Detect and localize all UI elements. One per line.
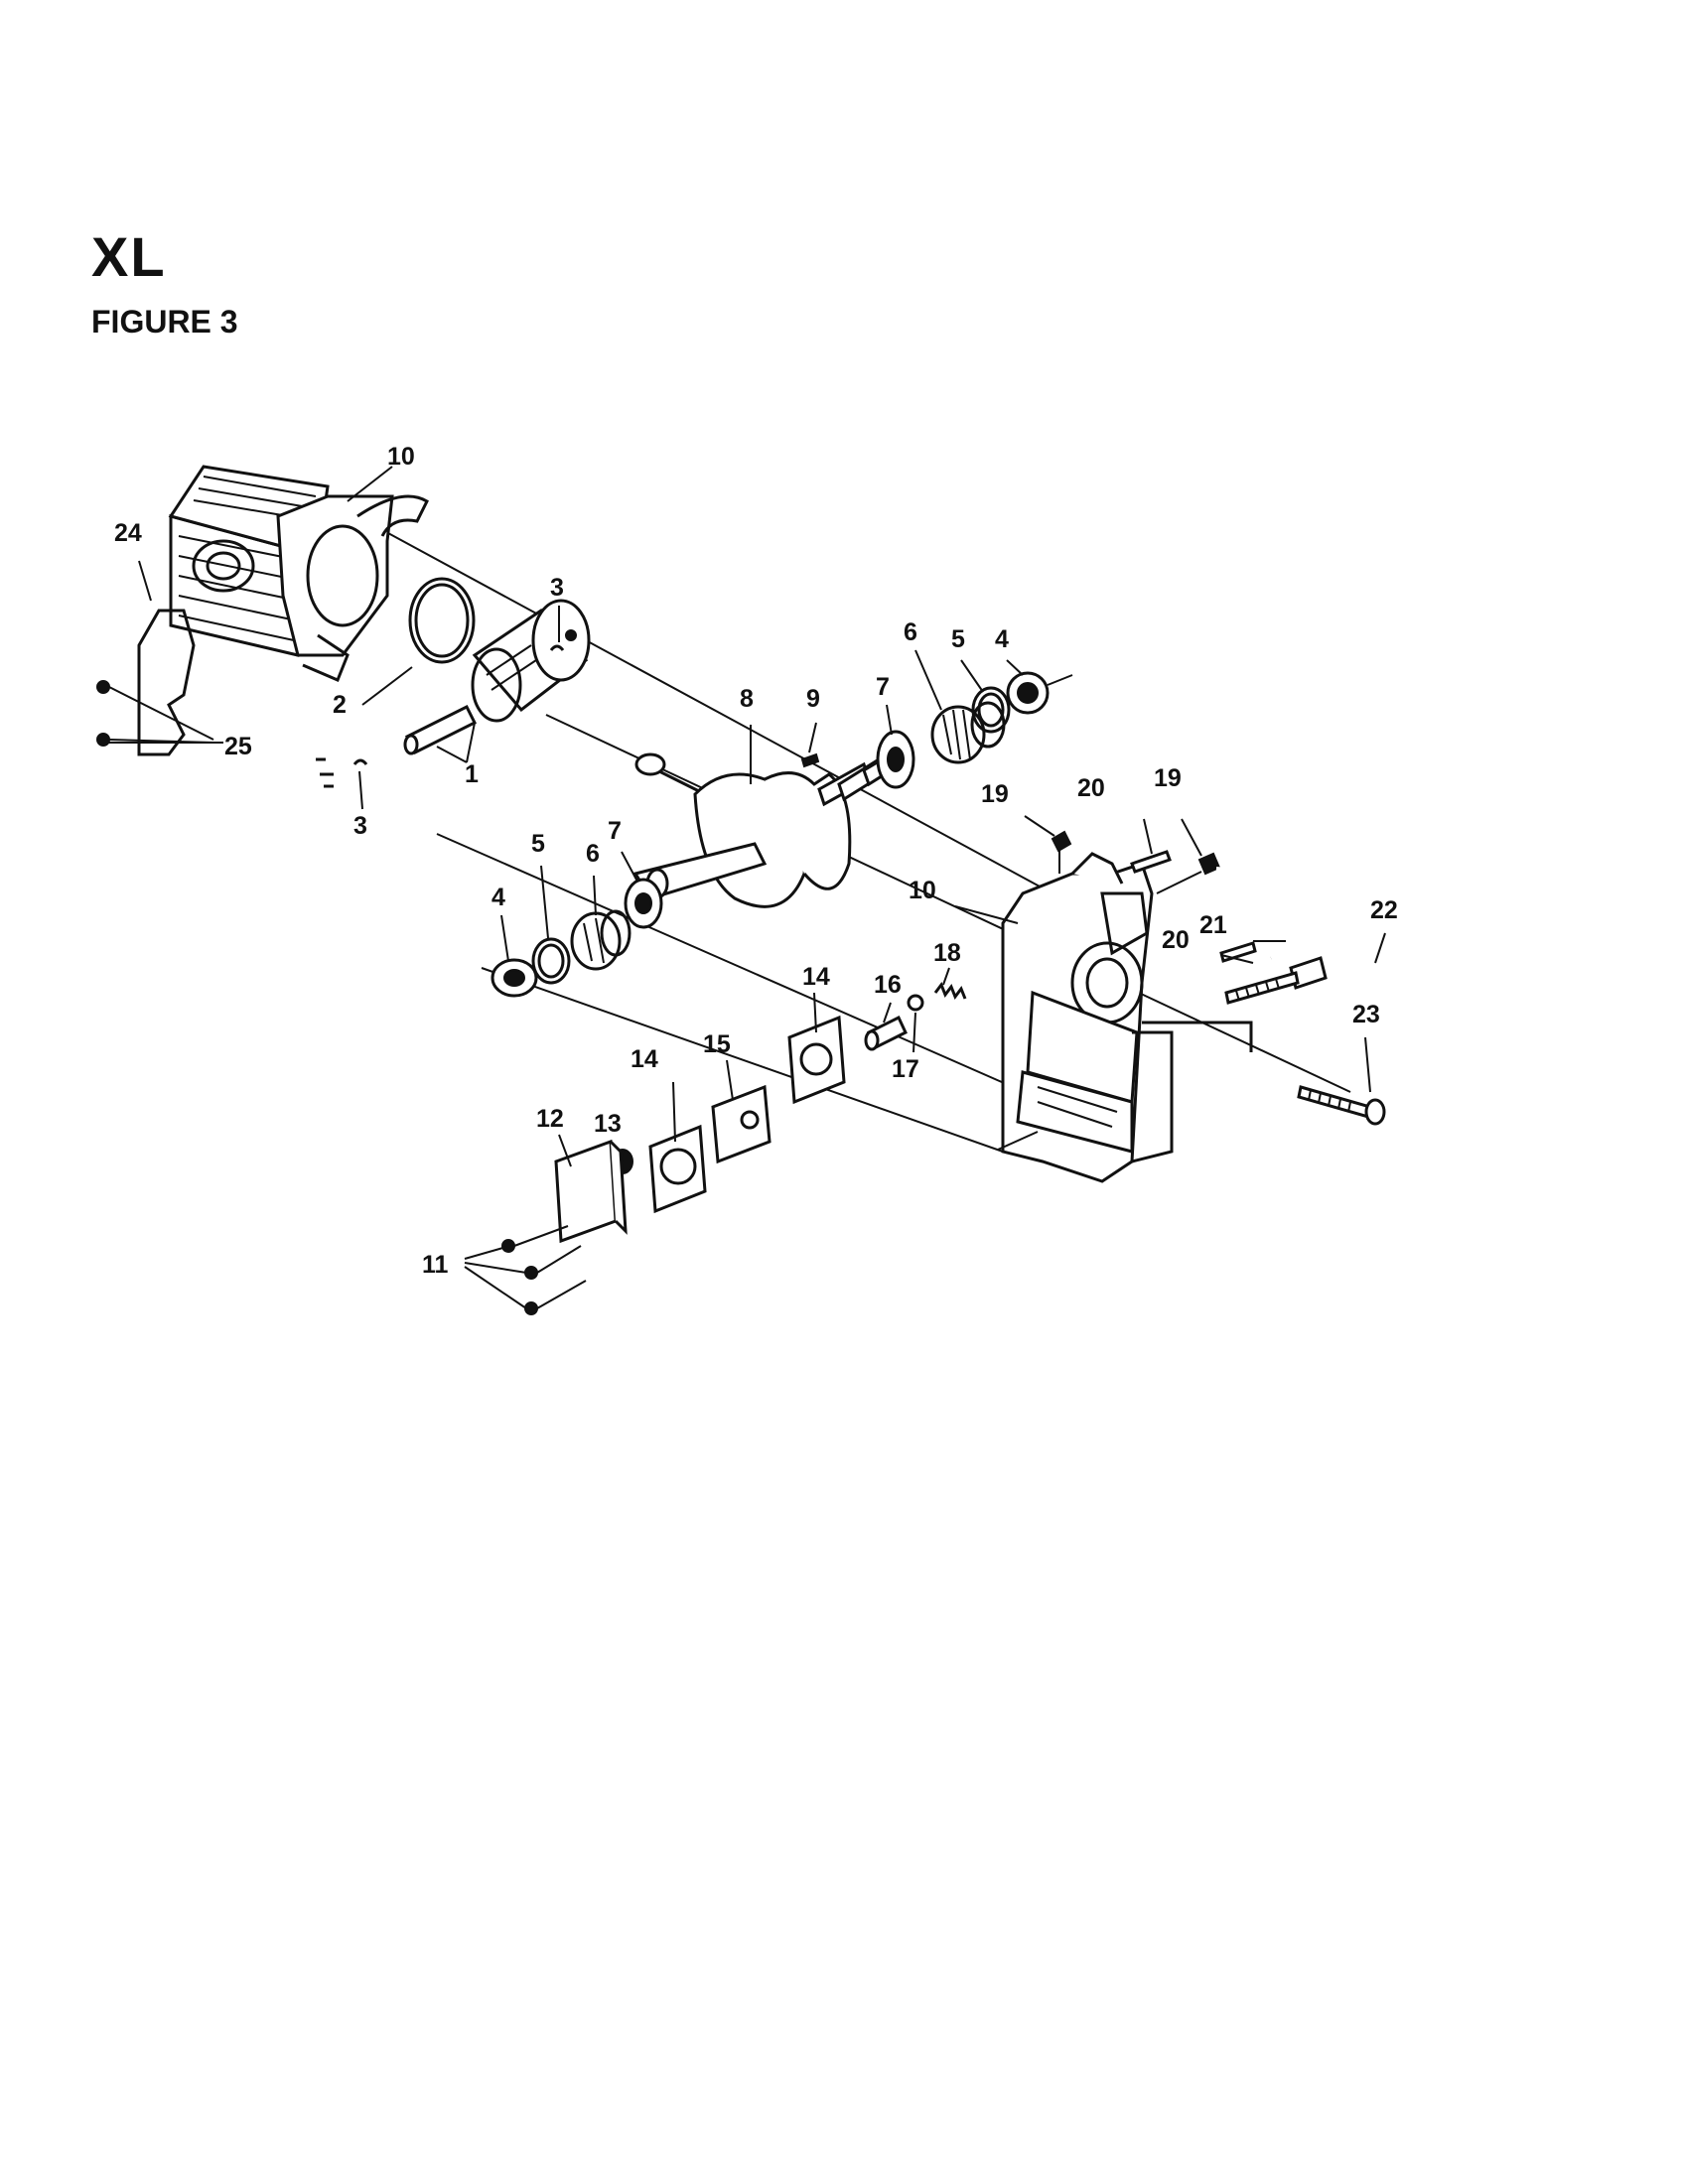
seal-left	[624, 878, 663, 929]
callout-25: 25	[224, 733, 252, 760]
screw-23	[1297, 1085, 1386, 1126]
callout-24: 24	[114, 519, 142, 547]
piston-ring	[408, 577, 476, 664]
callout-11: 11	[422, 1251, 449, 1279]
callout-12: 12	[536, 1105, 564, 1133]
bolt-upper	[1130, 850, 1172, 874]
bearing-left	[570, 909, 632, 971]
callout-9: 9	[806, 685, 820, 713]
bolt-22	[1224, 956, 1328, 1005]
oil-seal-left	[491, 958, 538, 998]
crankshaft	[632, 747, 906, 908]
callout-6-left: 6	[586, 840, 600, 868]
piston	[471, 599, 591, 723]
callout-21: 21	[1199, 911, 1227, 939]
callout-3-upper: 3	[550, 574, 564, 602]
callout-7-right: 7	[876, 673, 890, 701]
callout-18: 18	[933, 939, 961, 967]
pin-clip-upper	[549, 644, 565, 651]
callout-14-lower: 14	[631, 1045, 658, 1073]
oil-seal-right	[1006, 671, 1073, 715]
callout-5-right: 5	[951, 625, 965, 653]
gasket-screws	[96, 680, 214, 747]
callout-2: 2	[333, 691, 347, 719]
cylinder-gasket	[137, 609, 196, 756]
assembly-axis-lines	[374, 525, 1351, 1153]
callout-13: 13	[594, 1110, 622, 1138]
callout-10-cylinder: 10	[387, 443, 415, 471]
callout-8: 8	[740, 685, 754, 713]
retaining-ring-left	[531, 937, 571, 985]
callout-19-right: 19	[1154, 764, 1182, 792]
callout-16: 16	[874, 971, 902, 999]
figure-number: FIGURE 3	[91, 304, 238, 340]
gasket-lower	[648, 1124, 707, 1214]
plate	[711, 1084, 772, 1164]
callout-10-crankcase: 10	[909, 877, 936, 904]
crankcase	[997, 852, 1253, 1183]
callout-3-lower: 3	[353, 812, 367, 840]
retaining-ring-right	[971, 686, 1011, 734]
callout-5-left: 5	[531, 830, 545, 858]
callout-4-right: 4	[995, 625, 1009, 653]
callout-19-upper: 19	[981, 780, 1009, 808]
fitting-upper	[1051, 830, 1072, 874]
callout-7-left: 7	[608, 817, 622, 845]
fuel-tube	[1215, 867, 1300, 960]
spring	[933, 981, 967, 1001]
gasket-upper	[787, 1015, 846, 1105]
woodruff-key	[800, 752, 820, 768]
callout-17: 17	[892, 1055, 919, 1083]
figure-model-title: XL	[91, 225, 167, 288]
callout-leaders	[104, 466, 1386, 1309]
callout-4-left: 4	[491, 884, 505, 911]
callout-20-lower: 20	[1162, 926, 1190, 954]
spacer	[864, 1015, 908, 1051]
callout-6-right: 6	[904, 618, 917, 646]
pin-clip-lower	[316, 757, 368, 788]
piston-pin	[403, 704, 478, 755]
callout-23: 23	[1352, 1001, 1380, 1028]
cylinder	[168, 465, 429, 682]
callout-20-upper: 20	[1077, 774, 1105, 802]
check-valve	[907, 994, 924, 1012]
callout-22: 22	[1370, 896, 1398, 924]
callout-14-upper: 14	[802, 963, 830, 991]
callout-1: 1	[465, 760, 479, 788]
cover-screws	[501, 1225, 587, 1315]
seal-right	[876, 730, 915, 789]
callout-15: 15	[703, 1030, 731, 1058]
